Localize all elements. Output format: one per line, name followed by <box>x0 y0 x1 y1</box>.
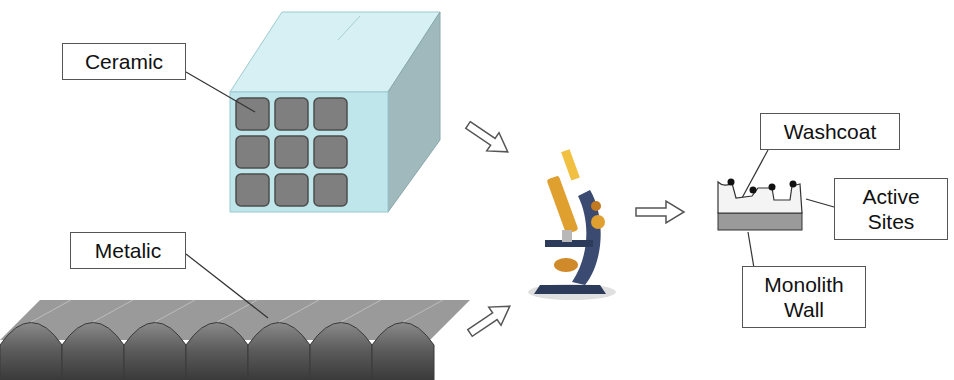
corrugation <box>372 323 434 380</box>
label-text: Washcoat <box>769 119 891 144</box>
label-text: Metalic <box>79 238 177 263</box>
corrugation-ridge <box>93 300 133 322</box>
corrugation-ridge <box>403 300 443 322</box>
microscope-icon <box>528 149 616 300</box>
channel-cell <box>314 136 347 168</box>
channel-cell <box>236 174 269 206</box>
label-box: Active Sites <box>834 178 948 240</box>
channel-cell <box>275 174 308 206</box>
corrugation-ridge <box>31 300 71 322</box>
corrugation <box>0 323 62 380</box>
metallic-foil <box>0 300 470 380</box>
channel-cell <box>275 98 308 130</box>
label-box: Monolith Wall <box>742 266 866 328</box>
label-text: Ceramic <box>71 49 177 74</box>
corrugation <box>248 323 310 380</box>
corrugation <box>186 323 248 380</box>
label-box: Ceramic <box>62 43 186 80</box>
channel-cell <box>275 136 308 168</box>
label-box: Washcoat <box>760 113 900 150</box>
washcoat-detail <box>718 179 802 231</box>
channel-cell <box>314 174 347 206</box>
leader-lines <box>186 72 834 318</box>
label-text: Monolith Wall <box>751 272 857 322</box>
flow-arrows <box>462 116 684 342</box>
corrugation-ridge <box>217 300 257 322</box>
label-text: Active Sites <box>843 184 939 234</box>
corrugation <box>62 323 124 380</box>
corrugation-ridge <box>155 300 195 322</box>
label-box: Metalic <box>70 232 186 269</box>
channel-cell <box>236 136 269 168</box>
channel-cell <box>314 98 347 130</box>
corrugation <box>124 323 186 380</box>
corrugation-ridge <box>279 300 319 322</box>
channel-cell <box>236 98 269 130</box>
corrugation <box>310 323 372 380</box>
corrugation-ridge <box>341 300 381 322</box>
ceramic-monolith <box>230 4 440 212</box>
